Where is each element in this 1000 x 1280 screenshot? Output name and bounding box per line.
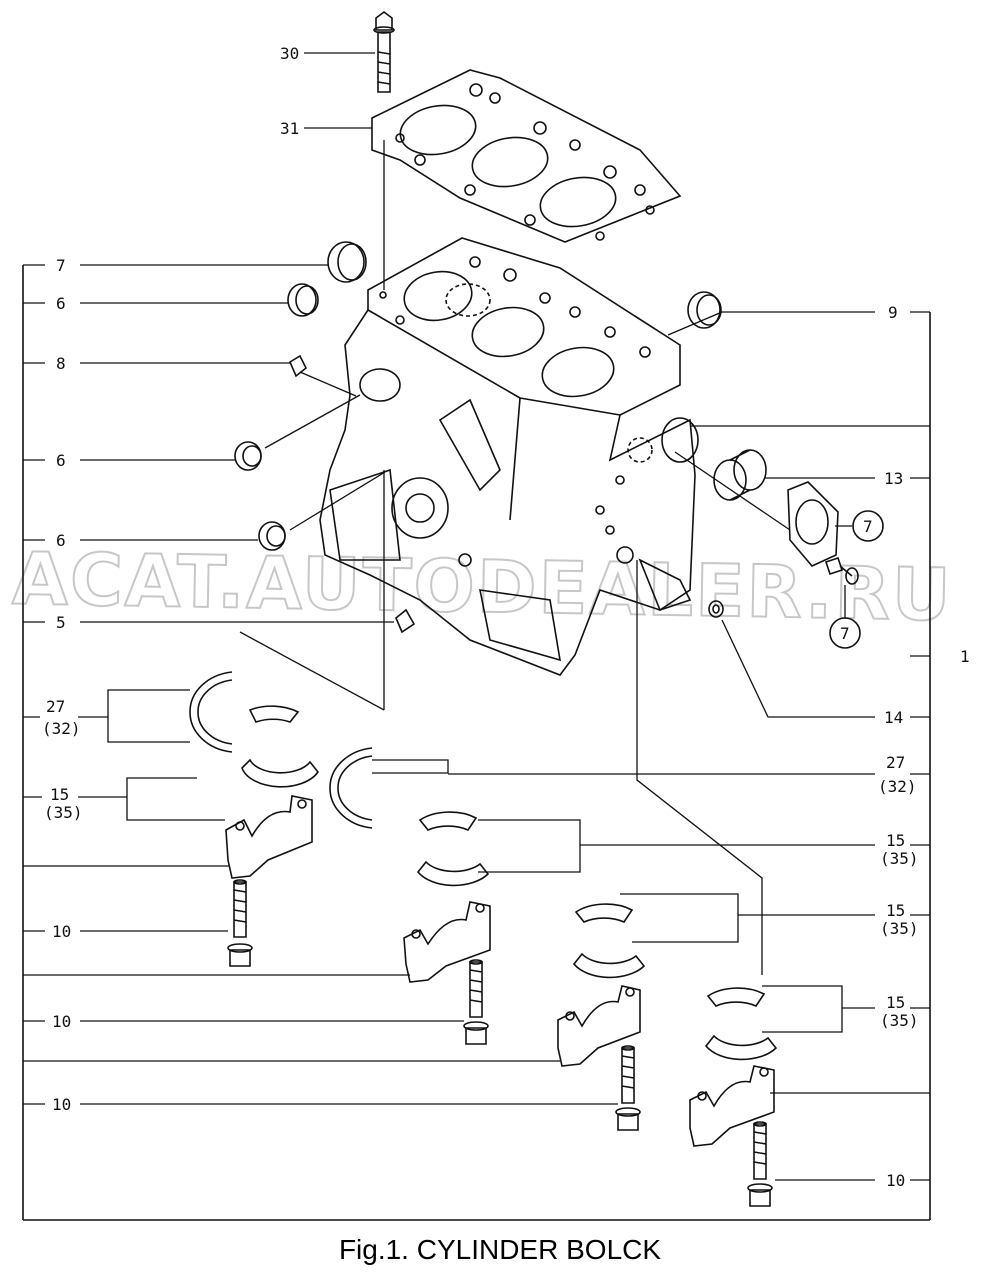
callout-7-circle-b: 7 xyxy=(840,624,850,643)
bearing-cap-4 xyxy=(690,1066,774,1146)
callout-circle-7b xyxy=(830,618,860,648)
cap-bolt-3 xyxy=(616,1046,640,1130)
callout-31: 31 xyxy=(280,119,299,138)
callout-15-r2: 15 xyxy=(886,901,905,920)
plug-8 xyxy=(290,356,306,376)
thrust-washer-left xyxy=(190,672,232,752)
callout-15-r1: 15 xyxy=(886,831,905,850)
callout-10-a: 10 xyxy=(52,922,71,941)
seal-14 xyxy=(709,601,723,617)
callout-10-right: 10 xyxy=(886,1171,905,1190)
expansion-plug-9 xyxy=(688,292,721,328)
callout-30: 30 xyxy=(280,44,299,63)
callout-35-r1: (35) xyxy=(880,849,919,868)
watermark-text: ACAT.AUTODEALER.RU xyxy=(12,536,954,636)
bearing-shells-1 xyxy=(242,706,318,787)
callout-35-r2: (35) xyxy=(880,919,919,938)
callout-15-r3: 15 xyxy=(886,993,905,1012)
expansion-plug-7 xyxy=(328,242,366,282)
expansion-plug-6b xyxy=(235,442,261,470)
callout-8: 8 xyxy=(56,354,66,373)
bearing-cap-3 xyxy=(558,986,640,1066)
callout-32-left: (32) xyxy=(42,719,81,738)
callout-circle-7a xyxy=(853,511,883,541)
cap-bolt-1 xyxy=(228,880,252,966)
expansion-plug-6c xyxy=(259,522,285,550)
leader-lines-right xyxy=(372,312,930,1180)
bearing-shells-2 xyxy=(418,812,488,885)
callout-10-c: 10 xyxy=(52,1095,71,1114)
callout-7-circle-a: 7 xyxy=(863,517,873,536)
figure-caption: Fig.1. CYLINDER BOLCK xyxy=(338,1234,662,1265)
bearing-cap-1 xyxy=(226,796,312,878)
callout-14: 14 xyxy=(884,708,903,727)
callout-9: 9 xyxy=(888,303,898,322)
callout-27-right: 27 xyxy=(886,753,905,772)
bearing-cap-2 xyxy=(404,902,490,982)
plug-5 xyxy=(396,610,414,632)
bearing-shells-3 xyxy=(574,904,644,977)
callout-15-left: 15 xyxy=(50,785,69,804)
callout-1: 1 xyxy=(960,647,970,666)
callout-10-b: 10 xyxy=(52,1012,71,1031)
callout-7: 7 xyxy=(56,256,66,275)
bearing-shells-4 xyxy=(706,988,776,1059)
callout-labels: 30 31 7 6 8 6 6 5 27 (32) 15 (35) 10 10 … xyxy=(42,44,970,1190)
callout-5: 5 xyxy=(56,613,66,632)
expansion-plug-6a xyxy=(288,284,318,316)
callout-6-top: 6 xyxy=(56,294,66,313)
head-bolt xyxy=(374,12,394,92)
thrust-washer-right xyxy=(330,748,372,828)
callout-32-right: (32) xyxy=(878,777,917,796)
head-gasket xyxy=(372,70,680,242)
callout-13: 13 xyxy=(884,469,903,488)
callout-6-mid: 6 xyxy=(56,451,66,470)
cap-bolt-2 xyxy=(464,960,488,1044)
cover-bolt xyxy=(826,558,858,584)
bushing-13 xyxy=(714,450,766,500)
callout-35-left: (35) xyxy=(44,803,83,822)
cylinder-block xyxy=(320,238,698,675)
callout-6-low: 6 xyxy=(56,531,66,550)
callout-27-left: 27 xyxy=(46,697,65,716)
callout-35-r3: (35) xyxy=(880,1011,919,1030)
cover-plate xyxy=(788,482,838,566)
leader-lines-left xyxy=(23,53,618,1104)
cap-bolt-4 xyxy=(748,1122,772,1206)
